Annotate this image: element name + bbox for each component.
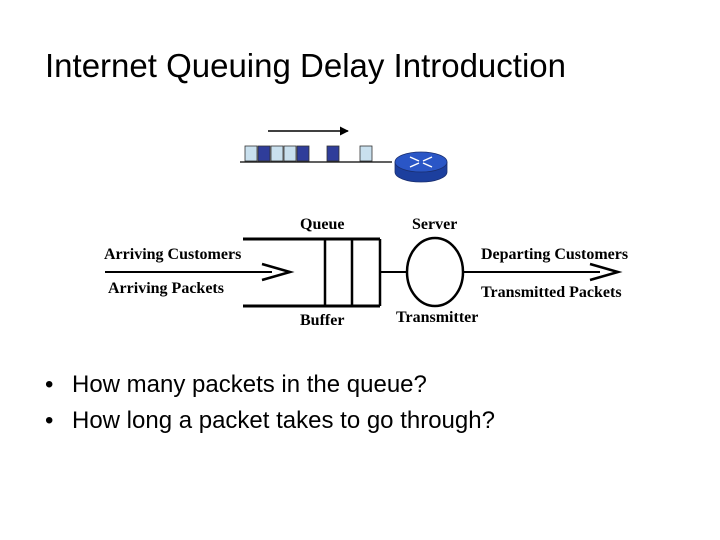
server-circle [405, 236, 465, 308]
bullet-item: • How long a packet takes to go through? [45, 403, 495, 439]
arriving-customers-label: Arriving Customers [104, 246, 241, 263]
transmitter-label: Transmitter [396, 309, 478, 326]
bullet-list: • How many packets in the queue? • How lon… [45, 367, 495, 439]
bullet-dot-icon: • [45, 407, 54, 434]
queue-label: Queue [300, 216, 344, 233]
packet [359, 145, 373, 162]
packet [257, 145, 271, 162]
transmitted-packets-label: Transmitted Packets [481, 284, 622, 301]
packet-flow [240, 126, 448, 183]
queue-buffer [243, 237, 382, 308]
slide-title: Internet Queuing Delay Introduction [45, 47, 566, 84]
departing-customers-label: Departing Customers [481, 246, 628, 263]
buffer-label: Buffer [300, 312, 344, 329]
bullet-text: How long a packet takes to go through? [72, 407, 495, 434]
server-label: Server [412, 216, 457, 233]
packet [244, 145, 258, 162]
packet [296, 145, 310, 162]
bullet-dot-icon: • [45, 371, 54, 398]
packet [326, 145, 340, 162]
departing-arrow-icon [463, 262, 623, 282]
bullet-item: • How many packets in the queue? [45, 367, 495, 403]
bullet-text: How many packets in the queue? [72, 371, 427, 398]
packet [283, 145, 297, 162]
packet [270, 145, 284, 162]
arriving-arrow-icon [105, 262, 295, 282]
router-icon [394, 151, 448, 183]
arriving-packets-label: Arriving Packets [108, 280, 224, 297]
